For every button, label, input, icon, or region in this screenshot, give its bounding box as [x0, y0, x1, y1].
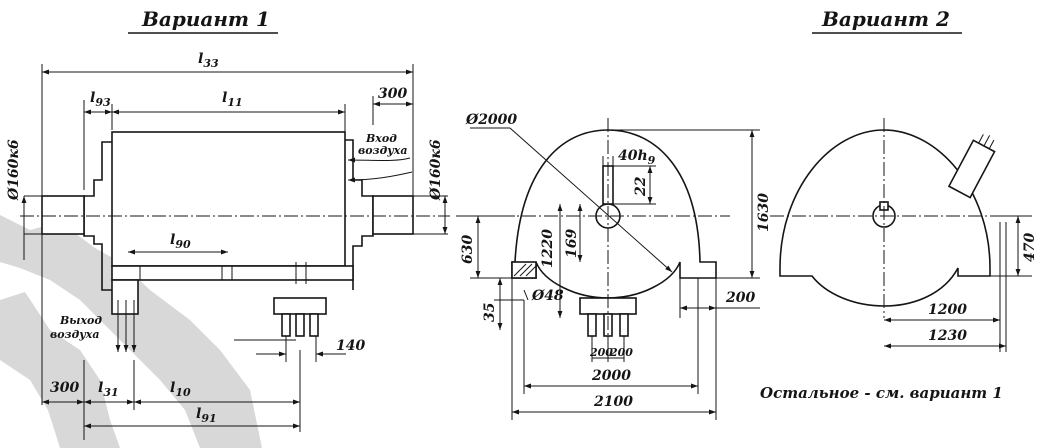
label-l10: l10: [170, 380, 191, 399]
label-300-bottom: 300: [50, 380, 79, 396]
label-1230: 1230: [928, 328, 967, 344]
v2-terminal-box: [947, 134, 996, 199]
label-200a: 200: [589, 346, 613, 359]
label-l91: l91: [196, 406, 217, 425]
label-l33: l33: [198, 51, 219, 70]
hatch-2: [519, 263, 533, 277]
label-l93: l93: [90, 90, 111, 109]
label-22: 22: [633, 176, 649, 197]
terminal-lead-2: [295, 313, 305, 337]
label-470: 470: [1022, 233, 1038, 262]
label-air-out-1: Выход: [59, 314, 102, 327]
variant1-title: Вариант 1: [141, 7, 270, 31]
label-1220: 1220: [540, 229, 556, 268]
variant1-front-view: Вариант 1 l33 l93 l11 300: [6, 7, 450, 440]
label-key-40: 40h9: [618, 148, 656, 167]
watermark-gear: [0, 215, 262, 448]
label-35: 35: [482, 303, 498, 322]
label-shaft-left: Ø160к6: [6, 139, 22, 201]
leader-dia-2000: [509, 127, 673, 273]
air-in-arrow-1: [347, 157, 411, 163]
leader-dia-48: [523, 289, 529, 301]
label-200-right: 200: [725, 290, 755, 306]
shaft-right: [372, 195, 414, 235]
variant2-note: Остальное - см. вариант 1: [760, 384, 1003, 402]
label-shaft-right: Ø160к6: [428, 139, 444, 201]
side-lead-3: [619, 313, 629, 337]
label-l31: l31: [98, 380, 119, 399]
label-l11: l11: [222, 90, 243, 109]
hatch-3: [525, 265, 537, 277]
label-dia-48: Ø48: [531, 288, 564, 304]
label-1630: 1630: [756, 193, 772, 232]
variant1-side-view: Ø2000 40h9 22 1630 630 1220 169 Ø48 35: [456, 112, 772, 420]
label-630: 630: [460, 235, 476, 264]
hatch-1: [513, 263, 527, 277]
air-in-arrow-2: [347, 171, 413, 183]
shaft-left: [41, 195, 85, 235]
label-140: 140: [336, 338, 365, 354]
label-169: 169: [564, 229, 580, 258]
label-l90: l90: [170, 232, 191, 251]
side-lead-1: [587, 313, 597, 337]
label-air-out-2: воздуха: [50, 328, 100, 341]
label-dia-2000: Ø2000: [465, 112, 517, 128]
label-air-in-1: Вход: [365, 132, 397, 145]
terminal-lead-3: [309, 313, 319, 337]
label-300-top: 300: [378, 86, 407, 102]
label-200b: 200: [609, 346, 633, 359]
label-air-in-2: воздуха: [358, 144, 408, 157]
terminal-box: [273, 297, 327, 315]
variant2-view: Вариант 2 470 1200 1230 Остальное - см. …: [760, 7, 1038, 402]
label-2000: 2000: [591, 368, 631, 384]
variant2-title: Вариант 2: [821, 7, 950, 31]
label-1200: 1200: [928, 302, 967, 318]
motor-body: [111, 131, 346, 267]
terminal-lead-1: [281, 313, 291, 337]
label-2100: 2100: [593, 394, 633, 410]
